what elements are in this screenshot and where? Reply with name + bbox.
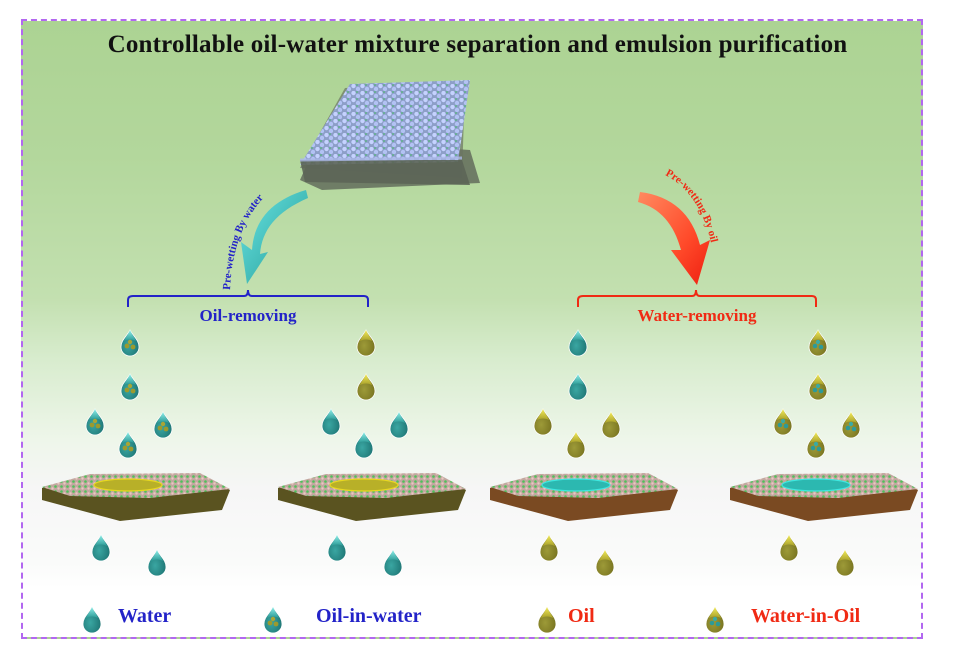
- output-drop: [595, 549, 615, 577]
- input-drop: [807, 432, 825, 458]
- legend-water-in-oil-label: Water-in-Oil: [751, 605, 861, 627]
- water-in-oil-drop-icon: [706, 607, 724, 633]
- output-drop: [835, 549, 855, 577]
- input-drop: [321, 408, 341, 436]
- left-brace: [127, 289, 369, 307]
- water-pool: [781, 478, 851, 492]
- input-drop: [356, 373, 376, 401]
- oil-drop-icon: [537, 606, 557, 634]
- figure-frame: [21, 19, 923, 639]
- input-drop: [566, 431, 586, 459]
- oil-pool: [93, 478, 163, 492]
- input-drop: [121, 330, 139, 356]
- input-drop: [121, 374, 139, 400]
- pre-wetting-water-arrow: [241, 190, 308, 284]
- input-drop: [568, 373, 588, 401]
- pre-wetting-oil-arrow: [638, 192, 710, 285]
- input-drop: [774, 409, 792, 435]
- input-drop: [86, 409, 104, 435]
- legend-oil-label: Oil: [568, 605, 595, 627]
- input-drop: [568, 329, 588, 357]
- right-brace: [577, 289, 817, 307]
- separation-panel-1: [42, 330, 230, 577]
- figure-title: Controllable oil-water mixture separatio…: [107, 31, 848, 58]
- input-drop: [389, 411, 409, 439]
- output-drop: [147, 549, 167, 577]
- output-drop: [91, 534, 111, 562]
- water-pool: [541, 478, 611, 492]
- input-drop: [356, 329, 376, 357]
- input-drop: [154, 412, 172, 438]
- filter-membrane: [490, 473, 678, 521]
- input-drop: [119, 432, 137, 458]
- input-drop: [354, 431, 374, 459]
- oil-in-water-drop-icon: [264, 607, 282, 633]
- input-drop: [842, 412, 860, 438]
- filter-membrane: [730, 473, 918, 521]
- input-drop: [809, 330, 827, 356]
- separation-panel-2: [278, 329, 466, 577]
- separation-panel-4: [730, 330, 918, 577]
- output-drop: [539, 534, 559, 562]
- output-drop: [779, 534, 799, 562]
- water-drop-icon: [82, 606, 102, 634]
- water-removing-label: Water-removing: [637, 306, 757, 325]
- top-membrane: [299, 80, 480, 190]
- separation-panel-3: [490, 329, 678, 577]
- filter-membrane: [42, 473, 230, 521]
- output-drop: [383, 549, 403, 577]
- oil-pool: [329, 478, 399, 492]
- output-drop: [327, 534, 347, 562]
- input-drop: [533, 408, 553, 436]
- legend-oil-in-water-label: Oil-in-water: [316, 605, 422, 627]
- oil-removing-label: Oil-removing: [199, 306, 297, 325]
- filter-membrane: [278, 473, 466, 521]
- legend-water-label: Water: [118, 605, 172, 627]
- input-drop: [809, 374, 827, 400]
- input-drop: [601, 411, 621, 439]
